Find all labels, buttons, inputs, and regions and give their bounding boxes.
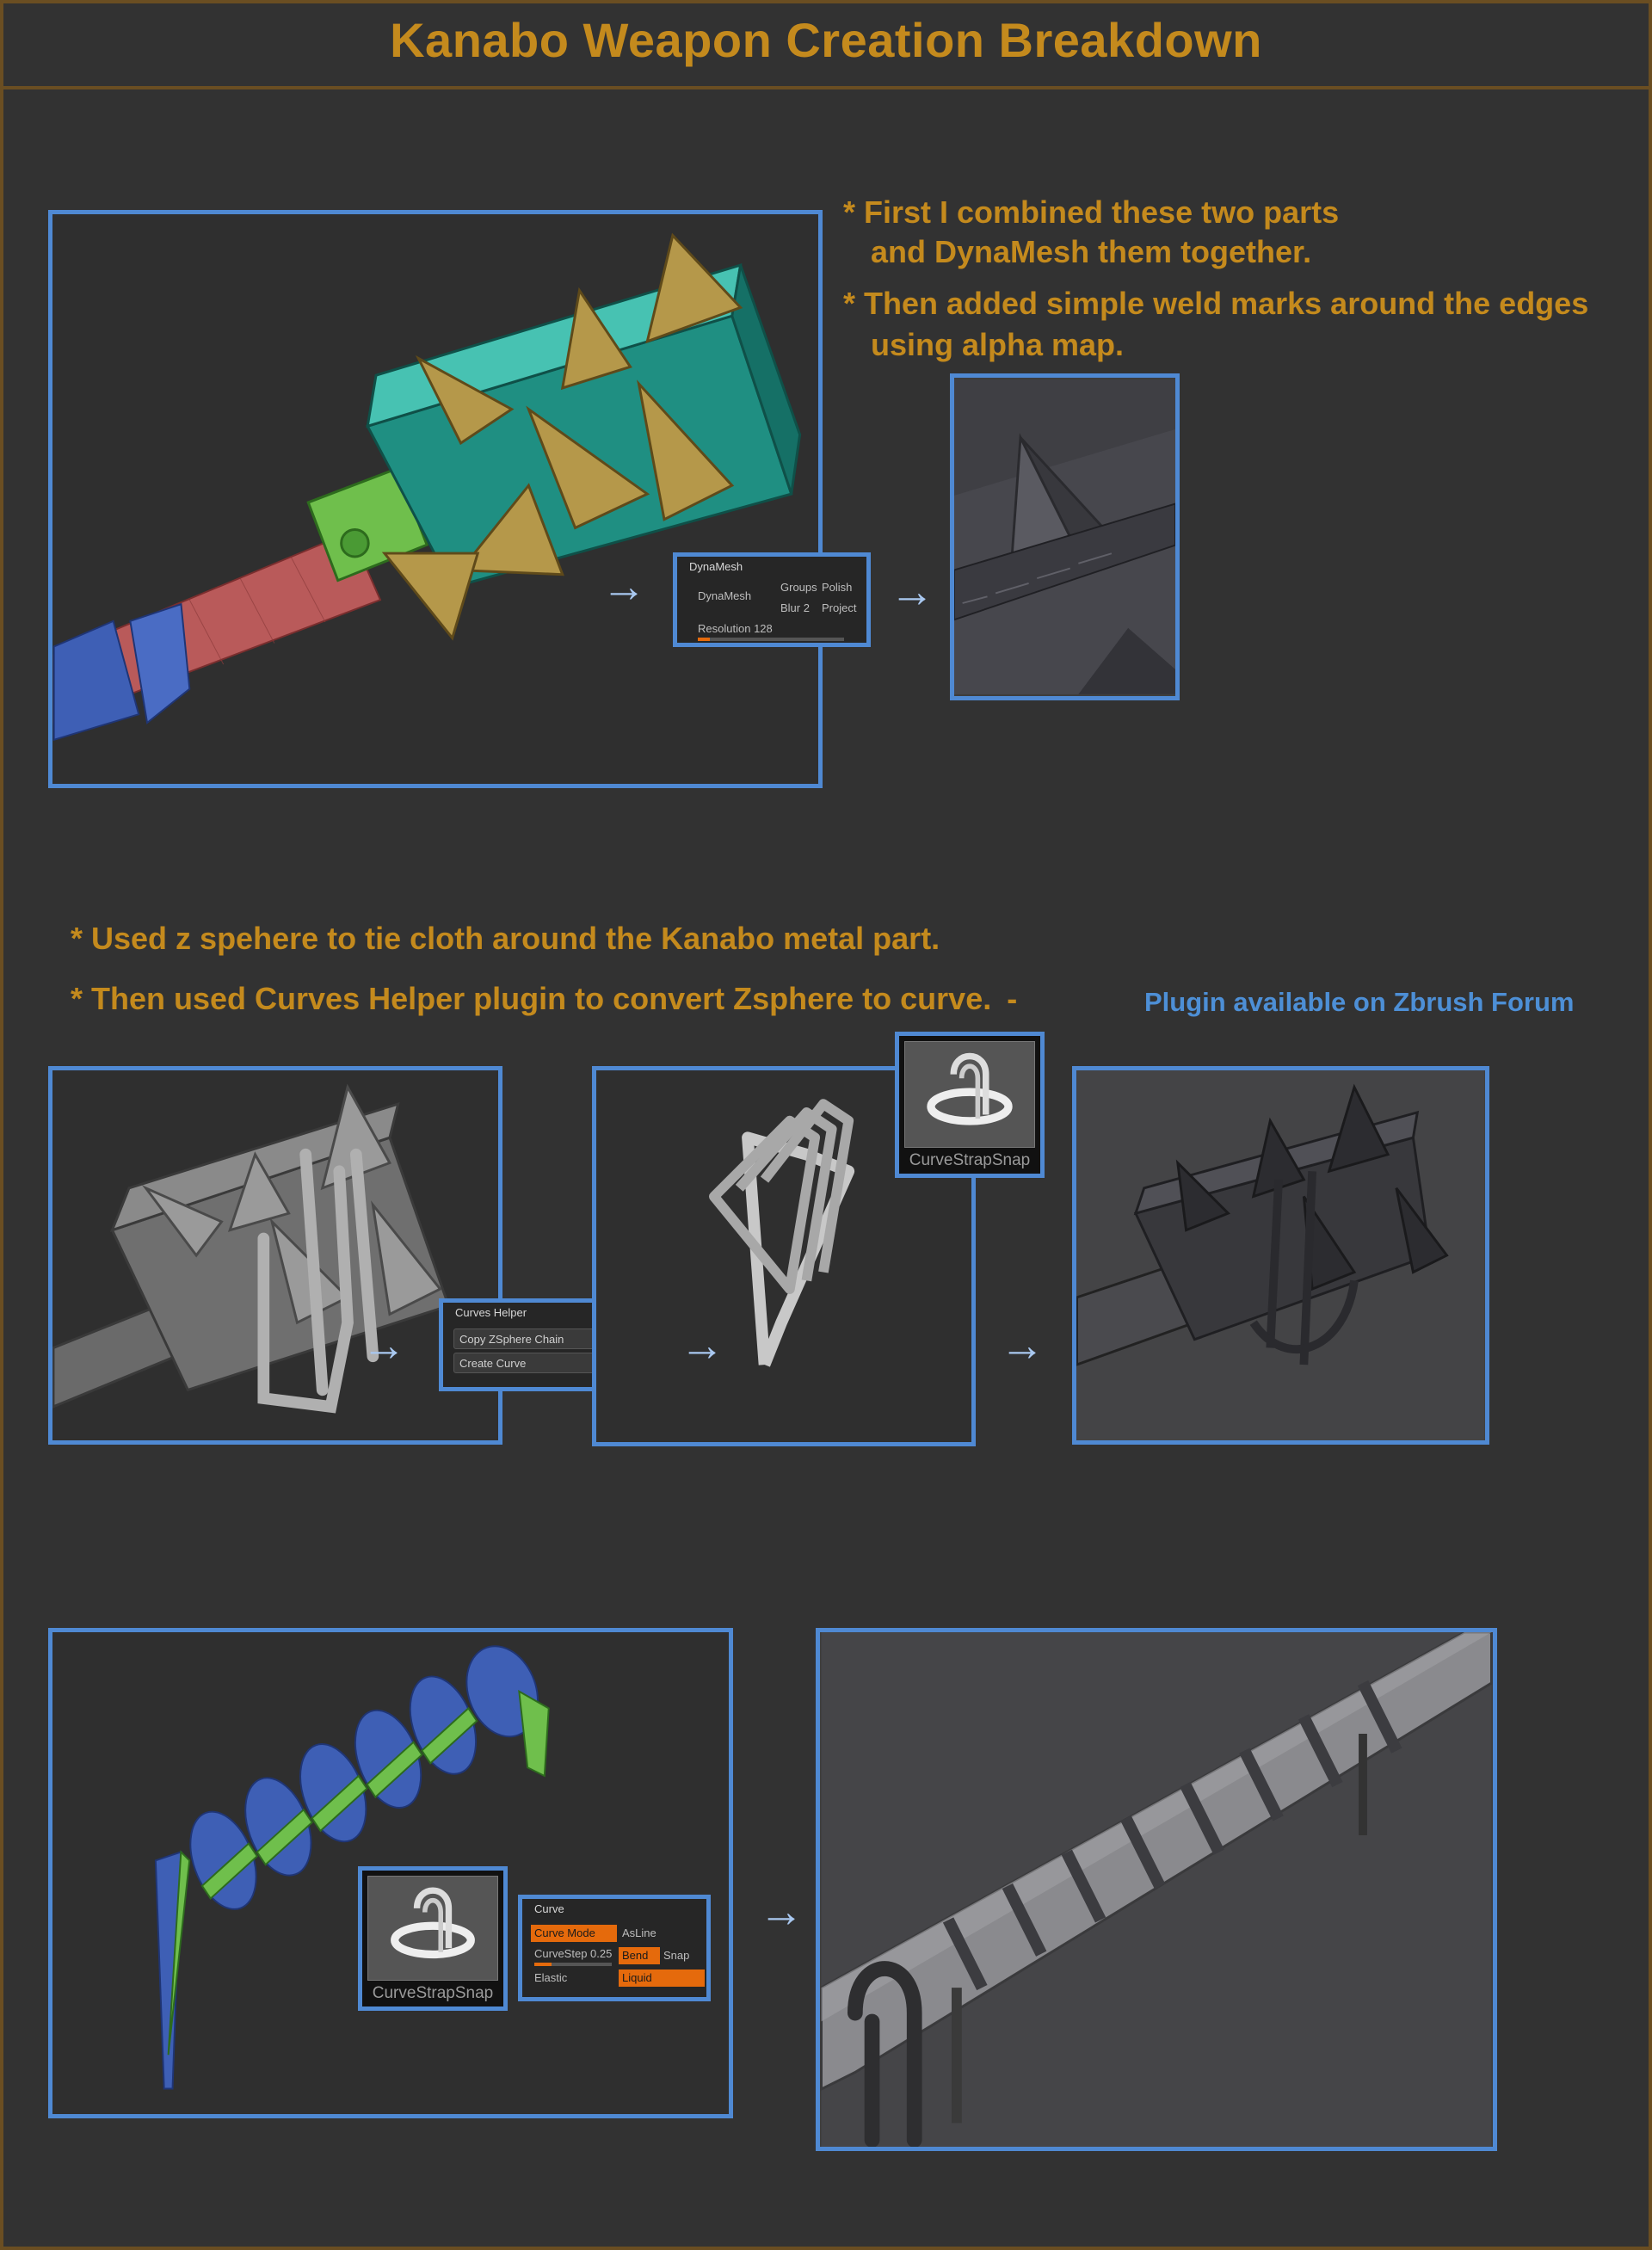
note-step4-text: * Then used Curves Helper plugin to conv… (71, 981, 992, 1016)
weld-marks-render (954, 379, 1175, 694)
bend-button[interactable]: Bend (619, 1947, 660, 1964)
arrow-3: → (361, 1321, 406, 1371)
curve-strap-snap-brush-top[interactable]: CurveStrapSnap (895, 1032, 1045, 1178)
liquid-button[interactable]: Liquid (619, 1970, 705, 1987)
curve-strap-render (154, 1645, 550, 2090)
resolution-fill (698, 638, 710, 641)
curvestep-value: 0.25 (590, 1947, 613, 1960)
arrow-6: → (759, 1887, 804, 1937)
arrow-5: → (1000, 1321, 1045, 1371)
blur-slider[interactable]: Blur 2 (780, 601, 810, 614)
curve-strap-snap-icon (904, 1041, 1035, 1148)
plugin-link[interactable]: Plugin available on Zbrush Forum (1144, 987, 1575, 1017)
title-bar: Kanabo Weapon Creation Breakdown (3, 3, 1649, 89)
blur-label: Blur (780, 601, 801, 614)
wrapped-handle-panel (816, 1628, 1497, 2151)
kanabo-colored-render (52, 232, 802, 742)
curve-strap-snap-graphic-2 (391, 1887, 475, 1959)
curvestep-label: CurveStep (534, 1947, 588, 1960)
elastic-button[interactable]: Elastic (534, 1971, 568, 1984)
note-step3: * Used z spehere to tie cloth around the… (71, 921, 940, 956)
resolution-track (698, 638, 844, 641)
zsphere-panel (48, 1066, 502, 1445)
note-step4-dash: - (1007, 981, 1018, 1016)
curve-strap-snap-brush-bottom[interactable]: CurveStrapSnap (358, 1866, 508, 2011)
note-step2-line1: * Then added simple weld marks around th… (843, 286, 1589, 321)
resolution-label: Resolution (698, 622, 751, 635)
arrow-1: → (601, 562, 646, 612)
resolution-slider[interactable]: Resolution 128 (698, 622, 773, 635)
curvestep-slider[interactable]: CurveStep 0.25 (534, 1947, 612, 1960)
snap-button[interactable]: Snap (663, 1949, 690, 1962)
weld-marks-panel (950, 373, 1180, 700)
wrapped-handle-render (820, 1632, 1493, 2147)
curve-mode-button[interactable]: Curve Mode (531, 1925, 617, 1942)
note-step2-line2: using alpha map. (871, 327, 1125, 362)
curve-strap-snap-icon-2 (367, 1876, 498, 1981)
dynamesh-button[interactable]: DynaMesh (698, 589, 752, 602)
kanabo-colored-panel (48, 210, 823, 788)
asline-button[interactable]: AsLine (622, 1926, 656, 1939)
arrow-2: → (890, 567, 934, 617)
resolution-value: 128 (754, 622, 773, 635)
blur-value: 2 (803, 601, 810, 614)
page-title: Kanabo Weapon Creation Breakdown (390, 13, 1262, 67)
polish-button[interactable]: Polish (822, 581, 853, 594)
arrow-4: → (680, 1321, 724, 1371)
note-step1-line2: and DynaMesh them together. (871, 234, 1312, 269)
dynamesh-panel: DynaMesh DynaMesh Groups Polish Blur 2 P… (673, 552, 871, 647)
curvestep-track (534, 1963, 612, 1966)
curve-strap-snap-label: CurveStrapSnap (909, 1151, 1031, 1169)
curve-strap-snap-label-2: CurveStrapSnap (372, 1984, 494, 2002)
curve-strap-snap-graphic (927, 1052, 1013, 1125)
curvestep-fill (534, 1963, 552, 1966)
groups-button[interactable]: Groups (780, 581, 817, 594)
curve-panel: Curve Curve Mode AsLine CurveStep 0.25 B… (518, 1895, 711, 2001)
dynamesh-header: DynaMesh (689, 560, 743, 573)
note-step4: * Then used Curves Helper plugin to conv… (71, 979, 1017, 1019)
curves-helper-header: Curves Helper (455, 1306, 527, 1319)
tied-cloth-panel (1072, 1066, 1489, 1445)
curve-header: Curve (534, 1902, 564, 1915)
curve-result-render (709, 1099, 855, 1367)
tied-cloth-render (1076, 1070, 1485, 1440)
note-step1-line1: * First I combined these two parts (843, 194, 1340, 230)
zsphere-render (52, 1083, 451, 1414)
project-button[interactable]: Project (822, 601, 857, 614)
